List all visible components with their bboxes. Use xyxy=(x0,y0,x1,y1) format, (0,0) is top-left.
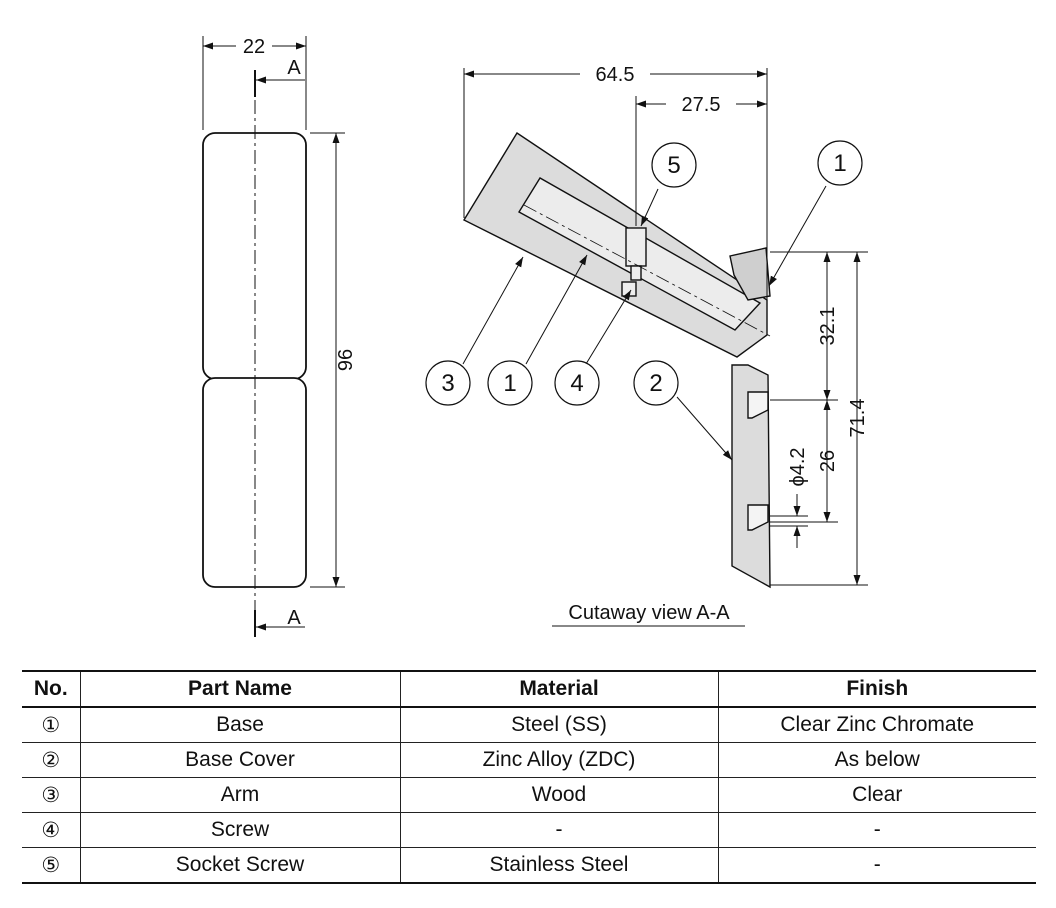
cell-finish: - xyxy=(717,812,1036,848)
cell-material: Stainless Steel xyxy=(399,847,719,884)
hole-lower xyxy=(747,504,769,531)
col-header-part-name: Part Name xyxy=(79,670,401,708)
callout-2 xyxy=(633,360,679,406)
table-row: ② Base Cover Zinc Alloy (ZDC) As below xyxy=(22,742,1036,778)
cell-no: ③ xyxy=(22,777,81,813)
cell-part-name: Arm xyxy=(79,777,401,813)
cell-part-name: Screw xyxy=(79,812,401,848)
dim-width: 22 xyxy=(243,36,265,58)
dim-hole-diameter: ϕ4.2 xyxy=(787,447,809,486)
cell-finish: Clear Zinc Chromate xyxy=(717,706,1036,743)
technical-drawing: 22 A A 96 xyxy=(202,36,869,637)
dim-overall-width: 64.5 xyxy=(596,64,635,86)
table-row: ⑤ Socket Screw Stainless Steel - xyxy=(22,847,1036,884)
cell-part-name: Socket Screw xyxy=(79,847,401,884)
callout-1-lower xyxy=(487,360,533,406)
dim-upper-height: 32.1 xyxy=(817,307,839,346)
cutaway-caption: Cutaway view A-A xyxy=(568,602,730,624)
table-row: ④ Screw - - xyxy=(22,812,1036,848)
parts-table: No. Part Name Material Finish ① Base Ste… xyxy=(22,670,1036,884)
callout-4-label: 4 xyxy=(570,370,583,397)
socket-screw xyxy=(625,227,647,267)
cell-part-name: Base xyxy=(79,706,401,743)
cell-finish: As below xyxy=(717,742,1036,778)
col-header-no: No. xyxy=(22,670,81,708)
cell-no: ⑤ xyxy=(22,847,81,884)
cutaway-dimensions xyxy=(463,68,868,586)
cell-no: ② xyxy=(22,742,81,778)
dim-height: 96 xyxy=(335,349,357,371)
callout-1-upper xyxy=(817,140,863,186)
callout-1-lower-label: 1 xyxy=(503,370,516,397)
callout-5-label: 5 xyxy=(667,152,680,179)
table-row: ③ Arm Wood Clear xyxy=(22,777,1036,813)
leader-lines xyxy=(462,185,827,461)
section-label-top: A xyxy=(287,57,301,79)
dim-overall-height: 71.4 xyxy=(847,399,869,438)
cell-finish: - xyxy=(717,847,1036,884)
cell-material: Steel (SS) xyxy=(399,706,719,743)
callout-5 xyxy=(651,142,697,188)
col-header-finish: Finish xyxy=(717,670,1036,708)
section-label-bottom: A xyxy=(287,607,301,629)
callout-3-label: 3 xyxy=(441,370,454,397)
cell-no: ④ xyxy=(22,812,81,848)
cutaway-view xyxy=(463,132,771,589)
cell-finish: Clear xyxy=(717,777,1036,813)
callout-2-label: 2 xyxy=(649,370,662,397)
base-upper xyxy=(729,247,771,301)
front-view xyxy=(202,36,345,637)
callout-3 xyxy=(425,360,471,406)
table-row: ① Base Steel (SS) Clear Zinc Chromate xyxy=(22,706,1036,743)
col-header-material: Material xyxy=(399,670,719,708)
cell-material: Zinc Alloy (ZDC) xyxy=(399,742,719,778)
cell-material: - xyxy=(399,812,719,848)
callout-4 xyxy=(554,360,600,406)
cell-no: ① xyxy=(22,706,81,743)
hole-upper xyxy=(747,391,769,419)
cell-part-name: Base Cover xyxy=(79,742,401,778)
dim-hole-pitch: 26 xyxy=(817,450,839,472)
base-cover xyxy=(731,364,771,589)
dim-screw-offset: 27.5 xyxy=(682,94,721,116)
callout-1-upper-label: 1 xyxy=(833,150,846,177)
table-header-row: No. Part Name Material Finish xyxy=(22,670,1036,708)
cell-material: Wood xyxy=(399,777,719,813)
